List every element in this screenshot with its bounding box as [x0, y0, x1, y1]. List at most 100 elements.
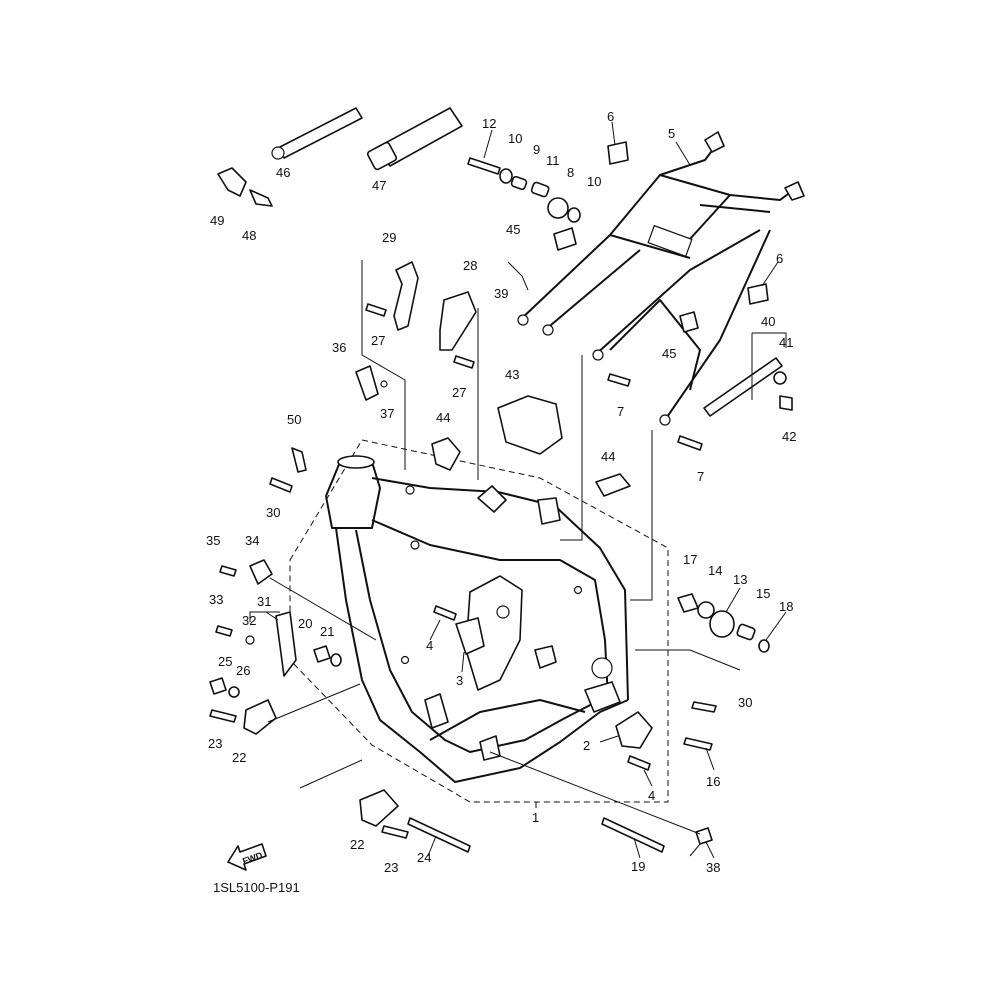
callout-27b: 27	[452, 385, 466, 400]
callout-36: 36	[332, 340, 346, 355]
downtube-inner	[355, 529, 601, 753]
callout-22a: 22	[232, 750, 246, 765]
subframe-plate	[647, 224, 693, 258]
collar-9	[510, 175, 528, 191]
washer-10-a	[499, 168, 513, 184]
subframe-upper-rail-right	[679, 184, 801, 251]
bolt-12	[467, 157, 501, 175]
callout-25: 25	[218, 654, 232, 669]
callout-30a: 30	[266, 505, 280, 520]
subframe-lower-stay-left	[519, 234, 641, 331]
callout-22b: 22	[350, 837, 364, 852]
nut-32	[245, 635, 255, 645]
bolt-27-a	[365, 303, 387, 317]
pivot-hole-left	[496, 605, 510, 619]
bush-13	[709, 610, 735, 638]
callout-5: 5	[668, 126, 675, 141]
callout-42: 42	[782, 429, 796, 444]
leader-lines	[249, 121, 787, 859]
leader-31	[249, 611, 280, 622]
footpeg-bracket	[534, 645, 557, 669]
callout-10b: 10	[587, 174, 601, 189]
bolt-30-b	[691, 701, 717, 713]
collar-14	[697, 601, 715, 619]
bush-8	[547, 197, 569, 219]
subframe-tab-top	[704, 131, 805, 201]
callout-15: 15	[756, 586, 770, 601]
leader-16	[705, 747, 715, 771]
center-gusset	[465, 575, 523, 691]
leader-engine-mount	[267, 683, 361, 723]
steering-head-top	[337, 455, 375, 469]
bolt-23-b	[381, 825, 409, 839]
callout-6a: 6	[607, 109, 614, 124]
subframe-eye-3	[592, 349, 604, 361]
leader-bracket-upper	[361, 260, 406, 470]
callout-labels: 1 2 3 4 4 5 6 6 7 7 8 9 10 10 11 12 13 1…	[206, 109, 796, 875]
main-frame-dashed-outline	[289, 439, 669, 803]
strap-40	[703, 357, 783, 417]
pivot-hole-right	[591, 657, 613, 679]
callout-45b: 45	[662, 346, 676, 361]
leader-13	[725, 587, 741, 613]
leader-subframe-link	[560, 355, 583, 541]
callout-12: 12	[482, 116, 496, 131]
callout-37: 37	[380, 406, 394, 421]
callout-46: 46	[276, 165, 290, 180]
cable-clamp-45-a	[553, 227, 577, 251]
bracket-3	[455, 617, 485, 655]
bolt-16	[683, 737, 713, 751]
callout-1: 1	[532, 810, 539, 825]
callout-6b: 6	[776, 251, 783, 266]
engine-mount-lower	[479, 735, 501, 761]
callout-29: 29	[382, 230, 396, 245]
engine-mount-front	[424, 693, 449, 729]
cable-clamp-45-b	[679, 311, 699, 333]
callout-45a: 45	[506, 222, 520, 237]
leader-5	[675, 141, 691, 166]
cotter-pin-38-leg	[689, 843, 701, 857]
callout-9: 9	[533, 142, 540, 157]
callout-3: 3	[456, 673, 463, 688]
callout-41: 41	[779, 335, 793, 350]
washer-21	[330, 653, 342, 667]
collar-11	[530, 181, 550, 198]
screw-35	[219, 565, 237, 577]
steering-head	[325, 461, 381, 529]
washer-10-b	[567, 207, 581, 223]
guide-31	[275, 611, 297, 677]
leader-3	[461, 651, 465, 673]
callout-10a: 10	[508, 131, 522, 146]
leader-40	[751, 332, 787, 400]
callout-8: 8	[567, 165, 574, 180]
washer-18	[758, 639, 770, 653]
callout-34: 34	[245, 533, 259, 548]
leader-rear-bolt	[635, 649, 741, 671]
hardware	[209, 157, 793, 857]
clamp-34	[249, 559, 273, 585]
tank-mount-right	[537, 497, 561, 525]
callout-28: 28	[463, 258, 477, 273]
bolt-30-a	[269, 477, 293, 493]
bolt-42	[779, 395, 793, 411]
axle-puller	[217, 167, 247, 197]
rear-lug	[584, 681, 621, 713]
bolt-7-b	[677, 435, 703, 451]
callout-27a: 27	[371, 333, 385, 348]
mount-hole-1	[405, 485, 415, 495]
engine-bracket-22-a	[243, 699, 277, 735]
bracket-36	[355, 365, 379, 401]
screw-37	[380, 380, 388, 388]
callout-18: 18	[779, 599, 793, 614]
subframe-eye-1	[517, 314, 529, 326]
bolt-27-b	[453, 355, 475, 369]
mount-hole-2	[410, 540, 420, 550]
bolt-4-a	[433, 605, 457, 621]
callout-43: 43	[505, 367, 519, 382]
callout-50: 50	[287, 412, 301, 427]
washer-26	[228, 686, 240, 698]
leader-6a	[611, 121, 616, 146]
spanner-tool	[277, 107, 363, 159]
leader-18	[765, 611, 787, 641]
